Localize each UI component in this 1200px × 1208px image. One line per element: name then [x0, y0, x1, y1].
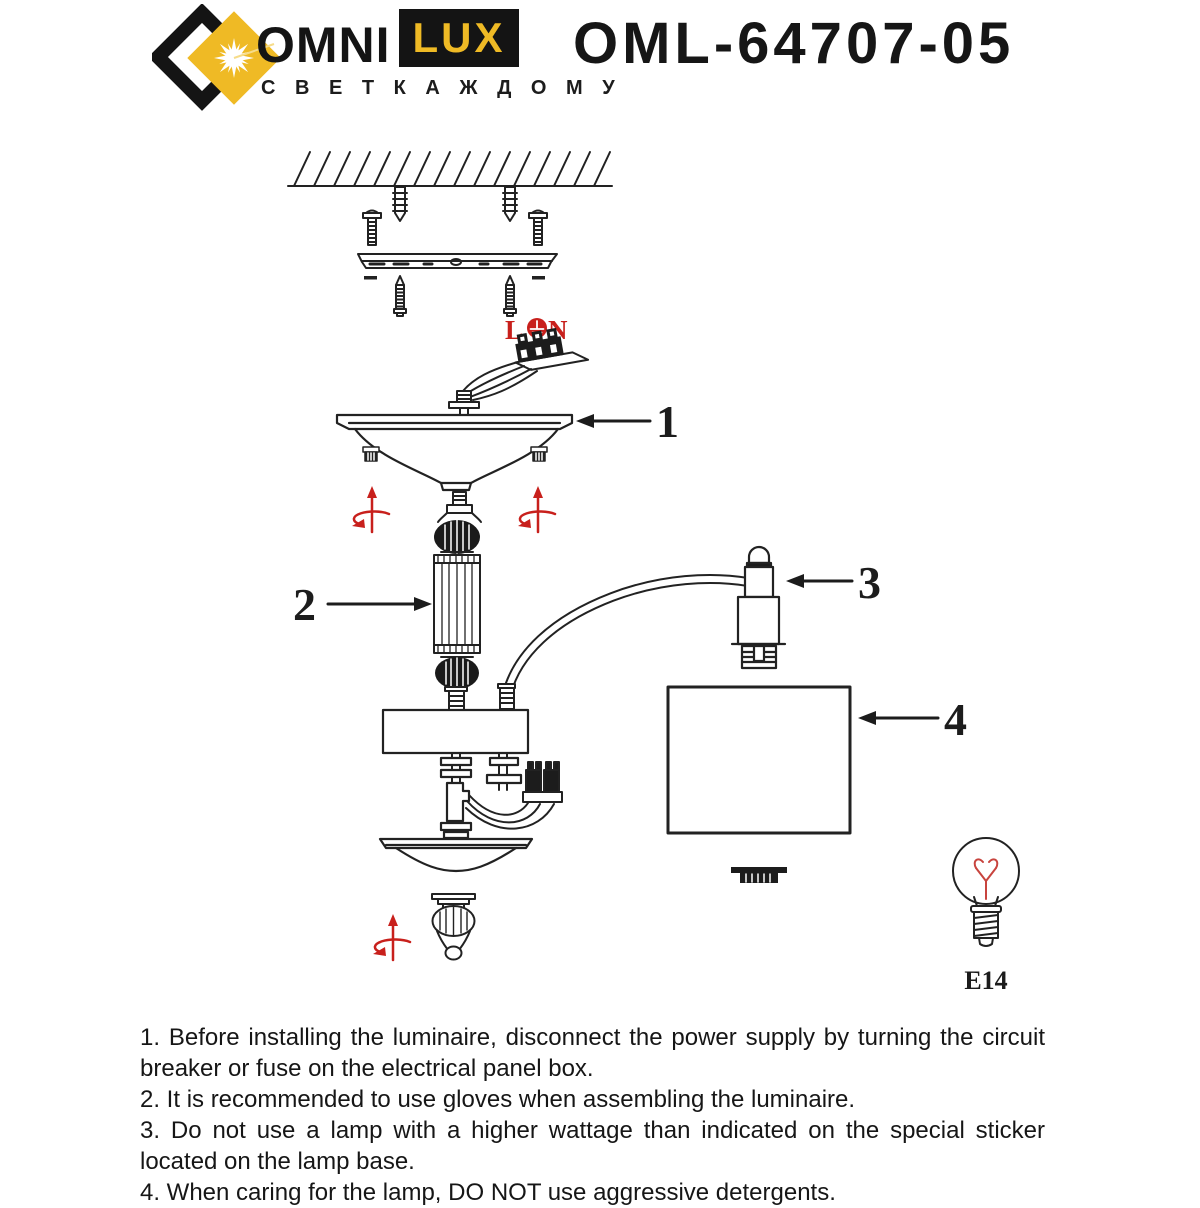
part4-label: 4	[944, 694, 967, 745]
lamp-arm	[497, 574, 753, 710]
mounting-screws-lower	[393, 275, 517, 317]
part2-label: 2	[293, 579, 316, 630]
terminal-block-icon	[514, 327, 590, 371]
shade-cap-icon	[731, 867, 787, 883]
ceiling	[287, 151, 613, 187]
part3-callout: 3	[786, 557, 881, 608]
brand-name-omni: OMNI	[256, 17, 391, 73]
wall-plug-icon	[392, 186, 518, 222]
part2-callout: 2	[293, 579, 432, 630]
part1-callout: 1	[576, 396, 679, 447]
rotate-arrow-icon	[516, 484, 557, 534]
instructions: 1. Before installing the luminaire, disc…	[140, 1022, 1045, 1208]
part1-label: 1	[656, 396, 679, 447]
hub-wires	[465, 794, 555, 830]
canopy	[335, 413, 574, 492]
part3-label: 3	[858, 557, 881, 608]
wiring-terminal: L N	[448, 315, 590, 417]
bulb-label: E14	[964, 966, 1007, 995]
part4-callout: 4	[858, 694, 967, 745]
brand-name-lux: LUX	[412, 14, 506, 61]
rotate-arrow-icon	[371, 912, 412, 962]
logo-starburst-icon	[148, 3, 281, 111]
instruction-item-4: 4. When caring for the lamp, DO NOT use …	[140, 1179, 836, 1206]
lamp-socket	[730, 545, 787, 670]
hub-assembly	[378, 708, 563, 873]
finial	[431, 893, 476, 961]
lampshade	[666, 685, 852, 835]
model-number: OML-64707-05	[573, 11, 1015, 76]
column	[433, 491, 482, 712]
instruction-item-2: 2. It is recommended to use gloves when …	[140, 1086, 856, 1113]
mounting-screws-upper	[362, 209, 548, 246]
instruction-item-1: 1. Before installing the luminaire, disc…	[140, 1024, 1045, 1082]
brand-lux-badge: LUX	[399, 9, 519, 67]
mounting-bracket	[357, 253, 558, 280]
brand-tagline: С В Е Т К А Ж Д О М У	[261, 77, 622, 99]
instruction-item-3: 3. Do not use a lamp with a higher watta…	[140, 1117, 1045, 1175]
omnilux-logo-icon	[148, 3, 362, 112]
rotate-arrow-icon	[350, 484, 391, 534]
bulb-e14-icon: E14	[952, 837, 1020, 995]
wire-plugs-icon	[522, 761, 563, 803]
